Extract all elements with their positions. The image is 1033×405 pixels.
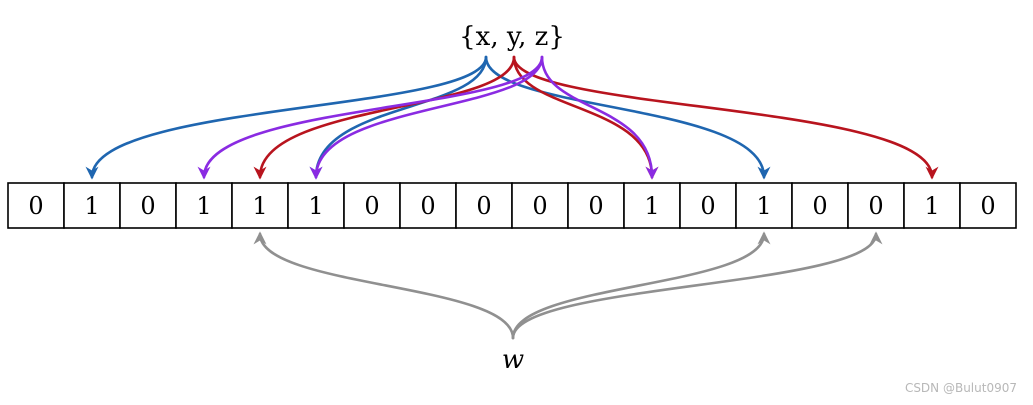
bit-value: 0 bbox=[812, 192, 827, 220]
bit-cell bbox=[679, 182, 737, 229]
bit-cell bbox=[623, 182, 681, 229]
mapping-arrow-y bbox=[253, 55, 516, 180]
query-label: w bbox=[502, 345, 524, 375]
bit-value: 0 bbox=[420, 192, 435, 220]
bit-value: 0 bbox=[364, 192, 379, 220]
bit-value: 0 bbox=[140, 192, 155, 220]
watermark: CSDN @Bulut0907 bbox=[904, 381, 1017, 395]
set-label: {x, y, z} bbox=[459, 22, 565, 52]
bit-value: 0 bbox=[868, 192, 883, 220]
bit-cell bbox=[175, 182, 233, 229]
set-arrows bbox=[85, 55, 939, 180]
mapping-arrow-w bbox=[511, 231, 771, 340]
bit-value: 1 bbox=[84, 192, 99, 220]
bit-cell bbox=[735, 182, 793, 229]
bit-value: 0 bbox=[980, 192, 995, 220]
mapping-arrow-y bbox=[512, 55, 939, 180]
bit-value: 1 bbox=[756, 192, 771, 220]
mapping-arrow-x bbox=[309, 55, 488, 180]
mapping-arrow-z bbox=[197, 55, 544, 180]
bit-cell bbox=[511, 182, 569, 229]
bit-value: 1 bbox=[308, 192, 323, 220]
bit-value: 1 bbox=[196, 192, 211, 220]
bit-value: 0 bbox=[28, 192, 43, 220]
mapping-arrow-z bbox=[540, 55, 659, 180]
bit-value: 1 bbox=[252, 192, 267, 220]
query-arrows bbox=[253, 231, 883, 340]
bit-value: 0 bbox=[532, 192, 547, 220]
mapping-arrow-z bbox=[309, 55, 544, 180]
bit-cell bbox=[567, 182, 625, 229]
bit-value: 0 bbox=[476, 192, 491, 220]
mapping-arrow-x bbox=[85, 55, 488, 180]
bit-cell bbox=[287, 182, 345, 229]
bit-cell bbox=[63, 182, 121, 229]
bit-value: 0 bbox=[700, 192, 715, 220]
bit-cell bbox=[7, 182, 65, 229]
mapping-arrow-w bbox=[511, 231, 883, 340]
bit-value: 1 bbox=[644, 192, 659, 220]
bit-cell bbox=[119, 182, 177, 229]
bit-value: 0 bbox=[588, 192, 603, 220]
mapping-arrow-w bbox=[253, 231, 515, 340]
bit-array: 0 1 0 1 1 1 0 0 0 0 0 1 0 1 0 0 1 0 bbox=[7, 182, 1017, 229]
bit-value: 1 bbox=[924, 192, 939, 220]
bit-cell bbox=[959, 182, 1017, 229]
